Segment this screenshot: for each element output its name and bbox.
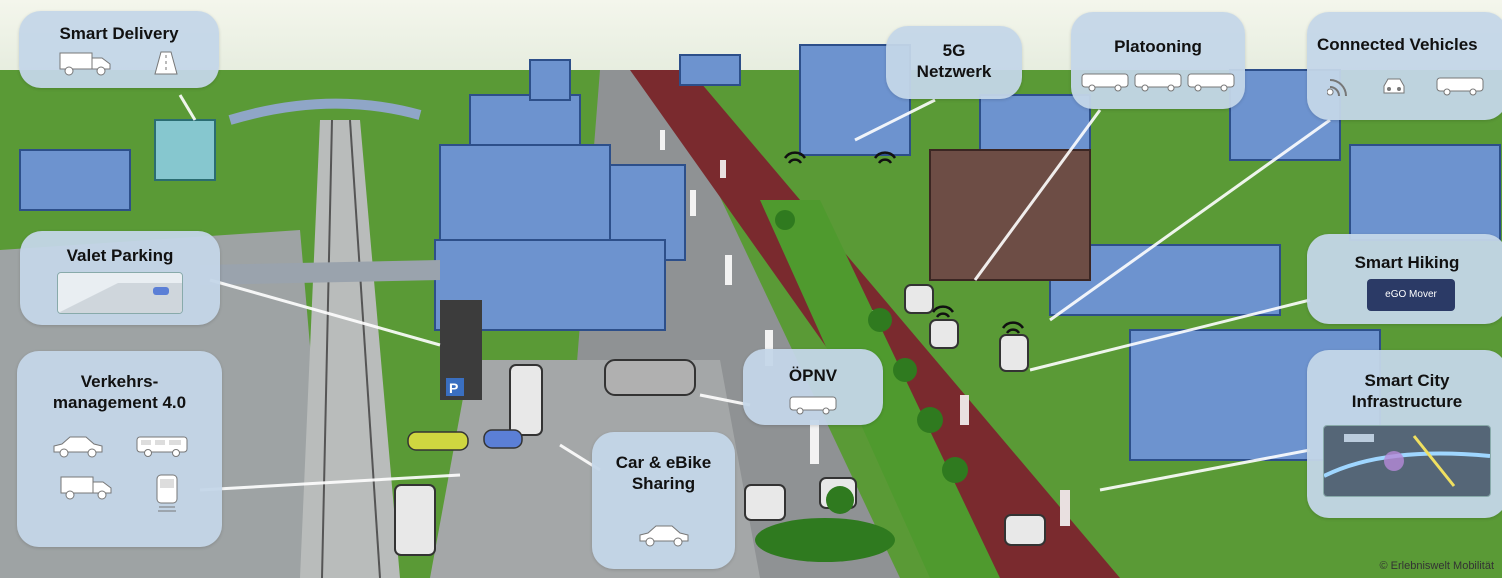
platooning-title: Platooning [1114, 37, 1202, 56]
train-icon [156, 474, 177, 511]
car-ebike-sharing-callout[interactable]: Car & eBike Sharing [592, 432, 735, 569]
bus-icon [136, 436, 187, 457]
bus-icon [1436, 77, 1484, 96]
bus-icon [1081, 73, 1129, 92]
roundabout [755, 518, 895, 562]
verkehrsmanagement-title-line2: management 4.0 [52, 393, 187, 413]
blue-car [483, 429, 523, 449]
ego-mover-image: eGO Mover [1367, 279, 1455, 312]
smart-delivery-title: Smart Delivery [59, 24, 179, 43]
parking-sign: P [449, 380, 458, 396]
smart-city-title-line2: Infrastructure [1351, 392, 1463, 412]
shuttles [394, 284, 1046, 556]
pedestrian-bridge [200, 260, 440, 285]
road-markings [660, 130, 819, 464]
parking-garage [929, 149, 1091, 281]
bus-icon [789, 396, 837, 415]
smart-city-callout[interactable]: Smart City Infrastructure [1307, 350, 1502, 518]
verkehrsmanagement-title-line1: Verkehrs- [80, 372, 159, 391]
platooning-callout[interactable]: Platooning [1071, 12, 1245, 109]
bus [604, 359, 696, 396]
car-ebike-title-line2: Sharing [631, 474, 696, 494]
smart-city-title-line1: Smart City [1364, 371, 1450, 390]
truck-icon [59, 52, 111, 76]
connected-vehicles-title: Connected Vehicles [1317, 35, 1478, 54]
wifi-icon [1327, 79, 1347, 97]
5g-netzwerk-callout[interactable]: 5G Netzwerk [886, 26, 1022, 99]
valet-parking-callout[interactable]: Valet Parking [20, 231, 220, 325]
car-icon [639, 525, 688, 546]
smart-hiking-callout[interactable]: Smart Hiking eGO Mover [1307, 234, 1502, 324]
bus-icon [1187, 73, 1235, 92]
valet-parking-image [57, 272, 183, 315]
wifi-icons [783, 151, 1025, 334]
5g-title-line1: 5G [942, 41, 966, 60]
connected-vehicles-callout[interactable]: Connected Vehicles [1307, 12, 1502, 120]
car-icon [53, 436, 102, 457]
truck-icon [60, 476, 111, 499]
car-icon [1383, 78, 1405, 94]
callout-pointers [178, 94, 1331, 492]
car-ebike-title-line1: Car & eBike [615, 453, 712, 472]
city-map-image [1323, 424, 1491, 497]
smart-hiking-title: Smart Hiking [1354, 253, 1460, 272]
yellow-car [407, 431, 469, 451]
5g-title-line2: Netzwerk [916, 62, 992, 82]
oepnv-title: ÖPNV [788, 366, 838, 385]
copyright-text: © Erlebniswelt Mobilität [1379, 560, 1494, 572]
oepnv-callout[interactable]: ÖPNV [743, 349, 883, 425]
verkehrsmanagement-callout[interactable]: Verkehrs- management 4.0 [17, 351, 222, 547]
valet-parking-title: Valet Parking [66, 246, 174, 265]
bus-icon [1134, 73, 1182, 92]
road-icon [154, 51, 178, 75]
trees [775, 210, 968, 514]
smart-delivery-callout[interactable]: Smart Delivery [19, 11, 219, 88]
